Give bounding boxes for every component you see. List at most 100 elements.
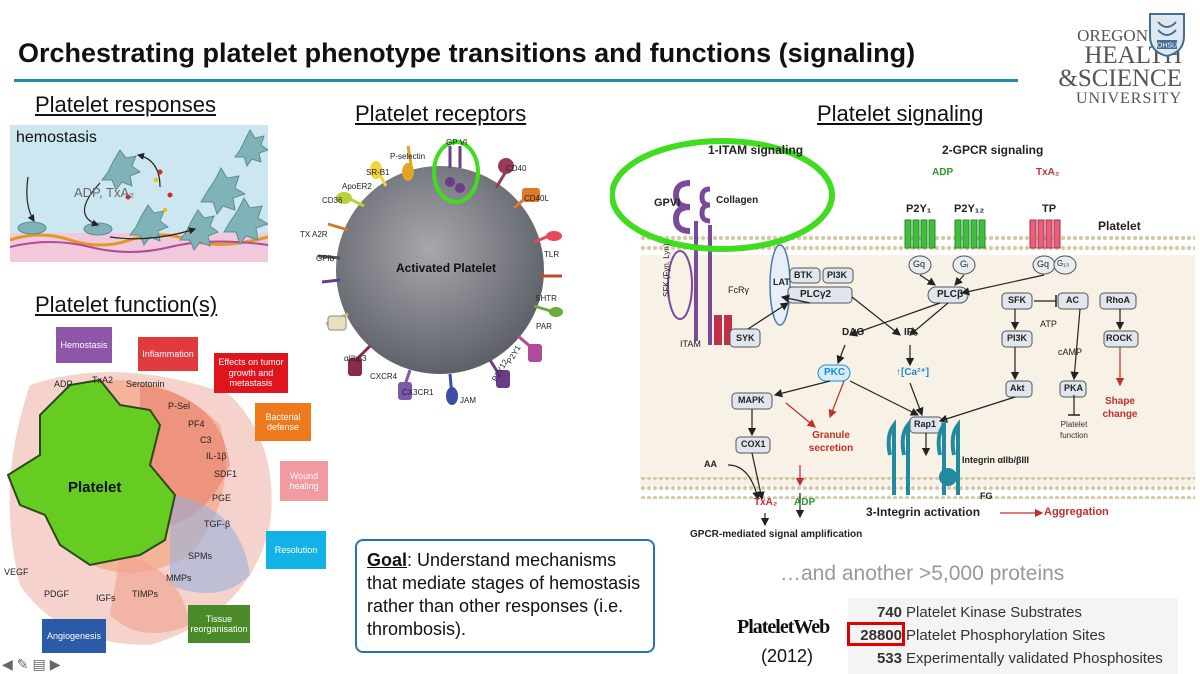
factor-label-8: PGE xyxy=(212,493,232,503)
receptor-label-8: CXCR4 xyxy=(370,372,398,381)
sfk-node: SFK xyxy=(1008,295,1026,305)
function-platelet-label: Platelet xyxy=(68,479,122,496)
factor-label-4: PF4 xyxy=(188,419,205,429)
itam-label: ITAM xyxy=(680,339,701,349)
pen-icon[interactable]: ✎ xyxy=(16,655,29,672)
factor-label-1: TxA2 xyxy=(92,375,114,385)
sfk-fyn-lyn-label: SFK (Fyn, Lyn) xyxy=(662,243,671,298)
angiogenesis-box: Angiogenesis xyxy=(42,619,106,653)
collagen-label: Collagen xyxy=(716,195,759,206)
plcg2-node: PLCγ2 xyxy=(800,289,832,300)
adp-label: ADP xyxy=(932,167,954,178)
adp-txa2-label: ADP, TxA₂ xyxy=(74,185,135,200)
camp-label: cAMP xyxy=(1058,347,1083,357)
integrin-activation-label: 3-Integrin activation xyxy=(866,505,981,519)
function-heading: Platelet function(s) xyxy=(35,292,218,317)
inflammation-box: Inflammation xyxy=(138,337,198,371)
receptor-label-13: PAR xyxy=(536,322,552,331)
wound-healing-box: Wound healing xyxy=(280,461,328,501)
receptor-label-16: CD40L xyxy=(524,194,549,203)
lat-label: LAT xyxy=(773,277,790,287)
atp-label: ATP xyxy=(1040,319,1057,329)
signaling-diagram: 1-ITAM signaling 2-GPCR signaling GPVI C… xyxy=(610,125,1195,545)
hemostasis-box: Hemostasis xyxy=(56,327,112,363)
factor-label-12: TIMPs xyxy=(132,589,158,599)
gq-node: Gq xyxy=(913,259,926,269)
factor-label-3: P-Sel xyxy=(168,401,191,411)
aggregation-label: Aggregation xyxy=(1044,506,1109,518)
next-arrow-icon[interactable]: ▶ xyxy=(49,655,61,672)
stat-count-1: 28800 xyxy=(860,627,902,644)
receptor-label-2: SR-B1 xyxy=(366,168,390,177)
factor-label-5: C3 xyxy=(200,435,212,445)
bacterial-defense-box: Bacterial defense xyxy=(255,403,311,441)
ac-node: AC xyxy=(1066,295,1079,305)
slides-icon[interactable]: ▤ xyxy=(32,655,46,672)
receptor-label-3: ApoER2 xyxy=(342,182,372,191)
factor-label-11: MMPs xyxy=(166,573,192,583)
rhoa-node: RhoA xyxy=(1106,295,1130,305)
txa2-label: TxA₂ xyxy=(1036,167,1060,178)
p2y1-label: P2Y₁ xyxy=(906,203,932,215)
slide-title: Orchestrating platelet phenotype transit… xyxy=(18,38,916,68)
cox1-node: COX1 xyxy=(741,439,766,449)
prev-arrow-icon[interactable]: ◀ xyxy=(2,655,13,672)
gpcr-amplification-label: GPCR-mediated signal amplification xyxy=(690,529,863,540)
factor-label-0: ADP xyxy=(54,379,73,389)
logo-line-oregon: OREGON xyxy=(1077,26,1148,45)
adp-output-label: ADP xyxy=(794,497,816,508)
rap1-node: Rap1 xyxy=(914,419,937,429)
mapk-node: MAPK xyxy=(738,395,765,405)
receptor-label-0: GP VI xyxy=(446,138,468,147)
responses-illustration: hemostasis ADP, TxA₂ xyxy=(10,125,268,262)
pi3k-node: PI3K xyxy=(827,270,848,280)
itam-signaling-label: 1-ITAM signaling xyxy=(708,143,804,157)
title-underline xyxy=(14,79,1018,82)
receptors-diagram: Activated Platelet GP VI P-selectin SR-B… xyxy=(300,130,570,420)
tissue-reorganisation-box: Tissue reorganisation xyxy=(188,605,250,643)
factor-label-2: Serotonin xyxy=(126,379,165,389)
ip3-label: IP₃ xyxy=(904,327,919,338)
presenter-toolbar: ◀ ✎ ▤ ▶ xyxy=(0,654,61,674)
factor-label-14: PDGF xyxy=(44,589,70,599)
signaling-graphic xyxy=(610,138,1195,527)
function-diagram: Platelet Hemostasis Inflammation Effects… xyxy=(0,325,328,655)
proteins-note: …and another >5,000 proteins xyxy=(780,562,1065,585)
activated-platelet-label: Activated Platelet xyxy=(396,261,497,275)
receptor-label-17: CD40 xyxy=(506,164,527,173)
plateletweb-table: 740 Platelet Kinase Substrates 28800 Pla… xyxy=(847,598,1178,674)
receptor-label-4: CD36 xyxy=(322,196,343,205)
btk-node: BTK xyxy=(794,270,813,280)
stat-label-2: Experimentally validated Phosphosites xyxy=(906,650,1163,667)
logo-line-university: UNIVERSITY xyxy=(1076,90,1182,107)
receptor-label-15: TLR xyxy=(544,250,560,259)
receptor-label-14: 5HTR xyxy=(536,294,557,303)
goal-label: Goal xyxy=(367,550,408,570)
factor-label-9: TGF-β xyxy=(204,519,231,529)
seal-text: OHSU xyxy=(1157,43,1177,50)
platelet-function-label: Platelet function xyxy=(1059,420,1089,440)
receptor-label-6: GPIb xyxy=(316,254,335,263)
pka-node: PKA xyxy=(1064,383,1084,393)
txa2-output-label: TxA₂ xyxy=(754,497,778,508)
factor-label-15: VEGF xyxy=(4,567,29,577)
receptor-label-7: αIIbβ3 xyxy=(344,354,367,363)
plateletweb-year: (2012) xyxy=(761,646,814,666)
activated-platelet-graphic xyxy=(317,140,563,405)
factor-label-13: IGFs xyxy=(96,593,116,603)
platelet-membrane-label: Platelet xyxy=(1098,219,1141,233)
receptor-label-9: CX3CR1 xyxy=(402,388,434,397)
fcry-label: FcRγ xyxy=(728,285,749,295)
stat-count-0: 740 xyxy=(876,604,902,621)
aa-label: AA xyxy=(704,459,717,469)
plcb-node: PLCβ xyxy=(937,289,964,300)
hemostasis-label: hemostasis xyxy=(16,129,97,146)
ohsu-logo: OREGON HEALTH &SCIENCE UNIVERSITY OHSU xyxy=(1040,10,1190,110)
highlight-box xyxy=(847,622,905,646)
integrin-label: Integrin αIIb/βIII xyxy=(962,455,1030,465)
stat-label-1: Platelet Phosphorylation Sites xyxy=(906,627,1106,644)
goal-box: Goal: Understand mechanisms that mediate… xyxy=(355,539,655,653)
factor-label-7: SDF1 xyxy=(214,469,238,479)
pkc-node: PKC xyxy=(824,367,846,378)
plateletweb-name: PlateletWeb xyxy=(737,616,830,638)
